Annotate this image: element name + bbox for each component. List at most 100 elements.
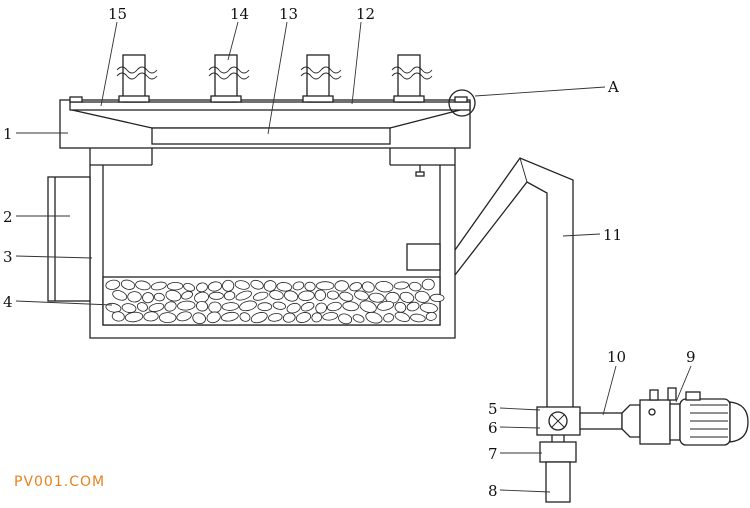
valve <box>536 406 623 436</box>
pebble <box>220 311 239 322</box>
label-5: 5 <box>488 400 498 418</box>
pebble <box>338 313 353 325</box>
pebble <box>196 282 208 293</box>
pebble <box>409 281 422 292</box>
pebble <box>158 312 177 324</box>
label-a: A <box>607 78 619 96</box>
pebble <box>377 300 395 311</box>
pebble <box>399 291 415 303</box>
pebble <box>359 300 377 313</box>
label-1: 1 <box>3 125 13 143</box>
pebble <box>410 313 426 323</box>
pebble <box>283 290 299 302</box>
pebble <box>176 311 192 322</box>
pebble <box>314 289 327 301</box>
pebble <box>263 280 277 292</box>
callout-a-circle <box>448 89 476 117</box>
pebble <box>292 281 305 291</box>
pebble <box>239 300 257 312</box>
pebble <box>421 278 435 291</box>
pebble <box>148 303 165 312</box>
nozzle <box>391 54 433 103</box>
label-15: 15 <box>108 5 127 23</box>
pebble <box>135 280 151 291</box>
pebble <box>142 292 154 304</box>
filter-media <box>102 276 445 326</box>
pebble <box>221 302 240 311</box>
rail-plate <box>69 96 471 111</box>
label-2: 2 <box>3 208 13 226</box>
pebble <box>394 301 407 313</box>
pump-motor <box>621 387 749 446</box>
pebbles <box>105 278 445 325</box>
pebble <box>127 291 142 303</box>
pebble <box>257 302 273 312</box>
pebble <box>365 311 383 324</box>
pebble <box>207 281 223 292</box>
pebble <box>235 290 252 301</box>
pebble <box>334 280 349 292</box>
pebble <box>298 290 315 302</box>
pebble <box>164 301 177 312</box>
outlet-pipe <box>539 435 577 503</box>
pebble <box>192 312 206 325</box>
pebble <box>339 291 354 302</box>
pebble <box>406 301 420 312</box>
label-12: 12 <box>356 5 375 23</box>
pebble <box>206 311 221 324</box>
label-3: 3 <box>3 248 13 266</box>
pebble <box>252 291 269 301</box>
pebble <box>430 293 445 303</box>
pebble <box>349 282 363 292</box>
pebble <box>120 279 136 290</box>
pebble <box>268 313 283 322</box>
watermark: PV001.COM <box>14 474 105 490</box>
pebble <box>272 301 286 310</box>
pebble <box>165 289 182 302</box>
pebble <box>394 311 410 322</box>
label-9: 9 <box>686 348 696 366</box>
pebble <box>315 302 328 314</box>
pebble <box>354 290 369 301</box>
label-6: 6 <box>488 419 498 437</box>
pebble <box>195 300 209 312</box>
pebble <box>375 281 394 293</box>
nozzle <box>208 54 250 103</box>
label-11: 11 <box>603 226 622 244</box>
pebble <box>282 312 296 323</box>
pebble <box>361 281 375 293</box>
pebble <box>276 282 293 292</box>
pebble <box>311 312 323 323</box>
pebble <box>208 291 224 300</box>
pebble <box>105 302 122 313</box>
pebble <box>425 311 437 321</box>
pebble <box>368 292 385 303</box>
pebble <box>383 313 395 323</box>
pebble <box>183 282 195 292</box>
pebble <box>326 301 342 312</box>
pebble <box>286 302 301 314</box>
pebble <box>112 290 128 301</box>
pebble <box>239 312 251 322</box>
pebble <box>167 281 184 291</box>
pebble <box>143 311 159 322</box>
pebble <box>153 292 165 302</box>
pebble <box>234 280 250 290</box>
label-10: 10 <box>607 348 626 366</box>
pebble <box>250 279 264 290</box>
label-4: 4 <box>3 293 13 311</box>
pebble <box>300 302 315 312</box>
pebble <box>269 290 284 300</box>
nozzle <box>300 54 342 103</box>
nozzles <box>116 54 433 103</box>
pebble <box>326 290 339 300</box>
return-pipe <box>454 157 574 407</box>
pebble <box>208 301 222 314</box>
side-box <box>47 176 91 302</box>
pebble <box>150 281 167 291</box>
pebble <box>136 302 148 312</box>
pebble <box>121 303 137 313</box>
pebble <box>414 290 430 303</box>
pebble <box>393 281 409 290</box>
